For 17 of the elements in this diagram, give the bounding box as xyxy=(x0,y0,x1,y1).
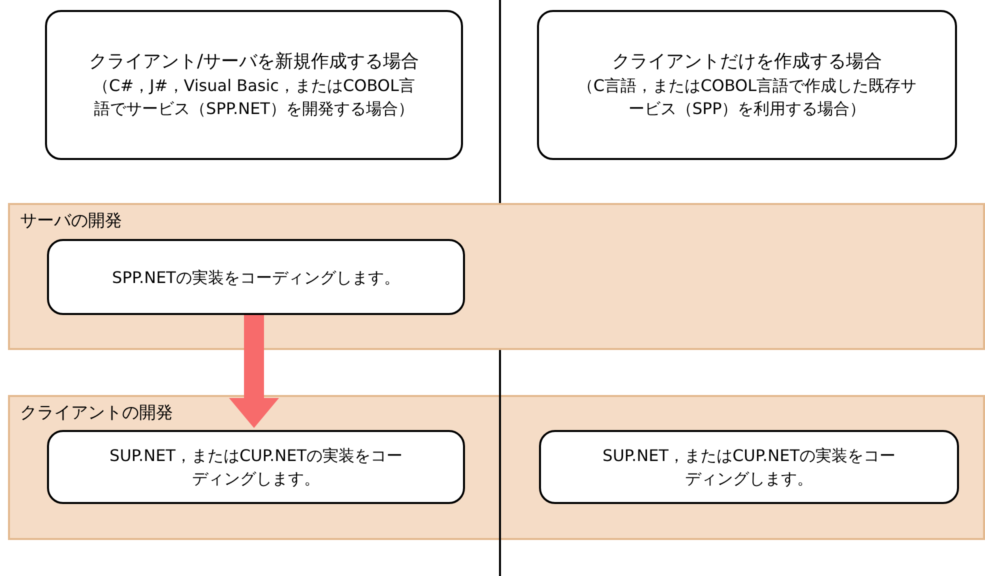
step-text: SUP.NET，またはCUP.NETの実装をコーディングします。 xyxy=(108,445,404,490)
case-heading: クライアント/サーバを新規作成する場合 xyxy=(88,50,420,74)
case-box xyxy=(537,10,957,160)
arrow xyxy=(229,313,279,428)
process-box xyxy=(539,430,959,504)
band-heading: クライアントの開発 xyxy=(20,402,173,424)
case-description: （C#，J#，Visual Basic，またはCOBOL言語でサービス（SPP.NET）を開発する場合） xyxy=(92,75,416,120)
case-description: （C言語，またはCOBOL言語で作成した既存サービス（SPP）を利用する場合） xyxy=(577,75,917,120)
phase-band xyxy=(8,395,985,540)
process-box xyxy=(47,239,465,315)
step-text: SPP.NETの実装をコーディングします。 xyxy=(112,266,400,288)
phase-band xyxy=(8,203,985,350)
case-heading: クライアントだけを作成する場合 xyxy=(612,50,882,74)
step-text: SUP.NET，またはCUP.NETの実装をコーディングします。 xyxy=(602,445,896,490)
band-heading: サーバの開発 xyxy=(20,210,122,232)
process-box xyxy=(47,430,465,504)
case-box xyxy=(45,10,463,160)
